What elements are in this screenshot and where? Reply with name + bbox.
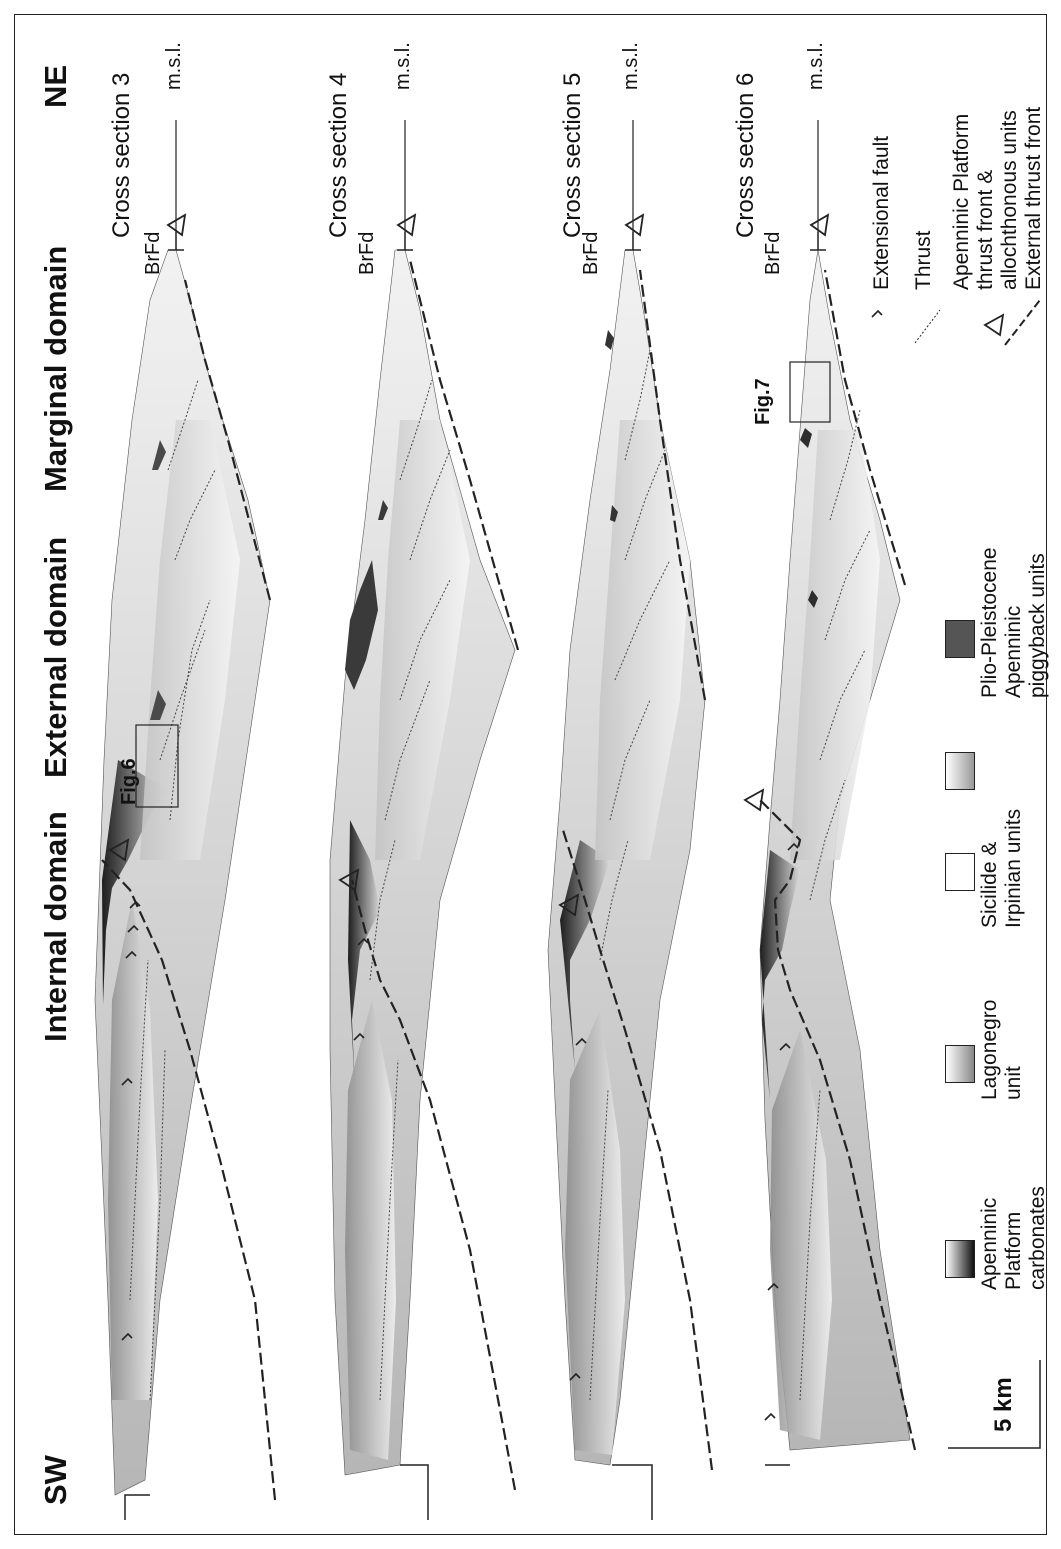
section-6-msl: m.s.l.	[805, 42, 828, 90]
section-6-brfd: BrFd	[762, 232, 785, 275]
legend-thrust-front-text: Apenninic Platform thrust front & alloch…	[950, 107, 1046, 290]
section-3-msl: m.s.l.	[163, 42, 186, 90]
fig7-label: Fig.7	[752, 378, 775, 425]
extensional-fault-ticks	[122, 844, 798, 1420]
section-5-brfd: BrFd	[580, 232, 603, 275]
section-4-base-line	[400, 1465, 428, 1520]
legend-thrust-text: Thrust	[912, 230, 936, 290]
cross-section-5	[548, 120, 712, 1520]
sw-label: SW	[38, 1455, 74, 1505]
cross-section-3	[95, 120, 275, 1520]
ne-label: NE	[38, 65, 74, 108]
legend-platform-text: Apenninic Platform carbonates	[978, 1186, 1050, 1290]
legend-swatch-sicilide-gradient	[945, 752, 975, 790]
brfd-markers	[168, 232, 826, 250]
section-6-title: Cross section 6	[732, 73, 760, 238]
domain-external: External domain	[38, 537, 74, 778]
cross-section-4	[330, 120, 518, 1520]
section-5-msl: m.s.l.	[620, 42, 643, 90]
section-5-title: Cross section 5	[559, 73, 587, 238]
legend-swatch-pliocene	[945, 620, 975, 658]
legend-swatch-sicilide	[945, 853, 975, 891]
section-3-base-line	[125, 1495, 150, 1520]
cross-section-6	[760, 120, 915, 1465]
section-4-msl: m.s.l.	[392, 42, 415, 90]
legend-sicilide-text: Sicilide & Irpinian units	[978, 809, 1026, 928]
legend-pliocene-text: Plio-Pleistocene Apenninic piggyback uni…	[978, 547, 1050, 698]
legend-line-symbols	[872, 300, 1040, 345]
section-3-brfd: BrFd	[142, 232, 165, 275]
section-3-title: Cross section 3	[108, 73, 136, 238]
legend-extensional-fault-text: Extensional fault	[870, 136, 894, 290]
fig6-label: Fig.6	[118, 758, 141, 805]
section-4-brfd: BrFd	[356, 232, 379, 275]
legend-lagonegro-text: Lagonegro unit	[978, 1000, 1026, 1100]
domain-marginal: Marginal domain	[38, 246, 74, 492]
domain-internal: Internal domain	[38, 811, 74, 1042]
legend-swatch-platform	[945, 1240, 975, 1278]
section-4-title: Cross section 4	[325, 73, 353, 238]
section-5-base-line	[612, 1465, 652, 1520]
scale-bar-label: 5 km	[990, 1377, 1018, 1432]
legend-swatch-lagonegro	[945, 1045, 975, 1083]
